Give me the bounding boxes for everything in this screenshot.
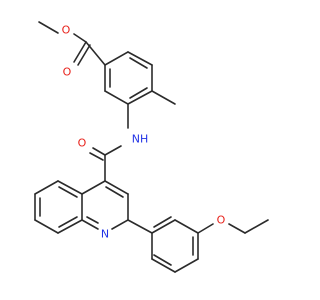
bond-p-e <box>151 258 176 273</box>
bond-amide-double-a <box>92 147 106 156</box>
bond-ring1-d <box>127 90 153 105</box>
atom-ether-o: O <box>217 214 226 227</box>
bond-b-c8-c8a-inner <box>58 216 78 228</box>
atom-amide-o: O <box>78 137 87 150</box>
bond-ring-ether-o <box>197 223 214 234</box>
bond-ether-o-ch2 <box>228 223 246 234</box>
bond-nh-amide-c <box>104 145 122 156</box>
bond-ring-methyl <box>151 90 176 105</box>
bond-b-c4a-c5-inner <box>58 186 78 198</box>
bond-p-a <box>151 219 176 234</box>
bond-ring1-e <box>104 90 129 105</box>
bond-q-c8a-n <box>81 219 99 230</box>
bond-b-c5-c6 <box>34 180 59 195</box>
bond-c2-phenyl <box>127 219 153 234</box>
bond-q-n-c2 <box>111 219 129 230</box>
bond-ring1-d-inner <box>129 87 148 99</box>
bond-q-c4-c4a <box>81 180 106 195</box>
bond-o-carbonyl-c <box>73 33 87 43</box>
atom-ester-carbonyl-o: O <box>63 66 72 79</box>
atom-ester-methoxy-o: O <box>62 24 71 37</box>
bond-b-c4a-c5 <box>57 180 83 195</box>
atom-amide-nh: NH <box>132 133 149 146</box>
bond-q-c8a-n-inner <box>86 216 99 224</box>
molecule-structure-diagram: O O NH O N O <box>34 21 269 273</box>
bond-ring1-b <box>127 51 153 66</box>
bond-carbonyl-double-b <box>77 44 91 66</box>
bond-ring1-a <box>104 51 129 66</box>
bond-carbonyl-double-a <box>73 41 87 63</box>
bonds <box>34 21 269 273</box>
bond-p-e-inner <box>153 254 172 266</box>
bond-b-c8-c8a <box>57 219 83 234</box>
atom-quinoline-n: N <box>101 228 109 241</box>
bond-ring1-b-inner <box>129 57 148 69</box>
bond-q-c3-c4-inner <box>105 186 124 198</box>
bond-b-c7-c8 <box>34 219 59 234</box>
bond-q-c3-c4 <box>104 180 129 195</box>
bond-p-b <box>174 219 199 234</box>
bond-p-d <box>174 258 199 273</box>
bond-amide-double-b <box>89 152 104 161</box>
atom-labels: O O NH O N O <box>62 24 226 241</box>
bond-ch2-ch3 <box>244 219 269 234</box>
bond-carbonyl-ring <box>85 41 106 66</box>
bond-methyl-o <box>38 21 59 34</box>
bond-p-a-inner <box>153 216 172 228</box>
